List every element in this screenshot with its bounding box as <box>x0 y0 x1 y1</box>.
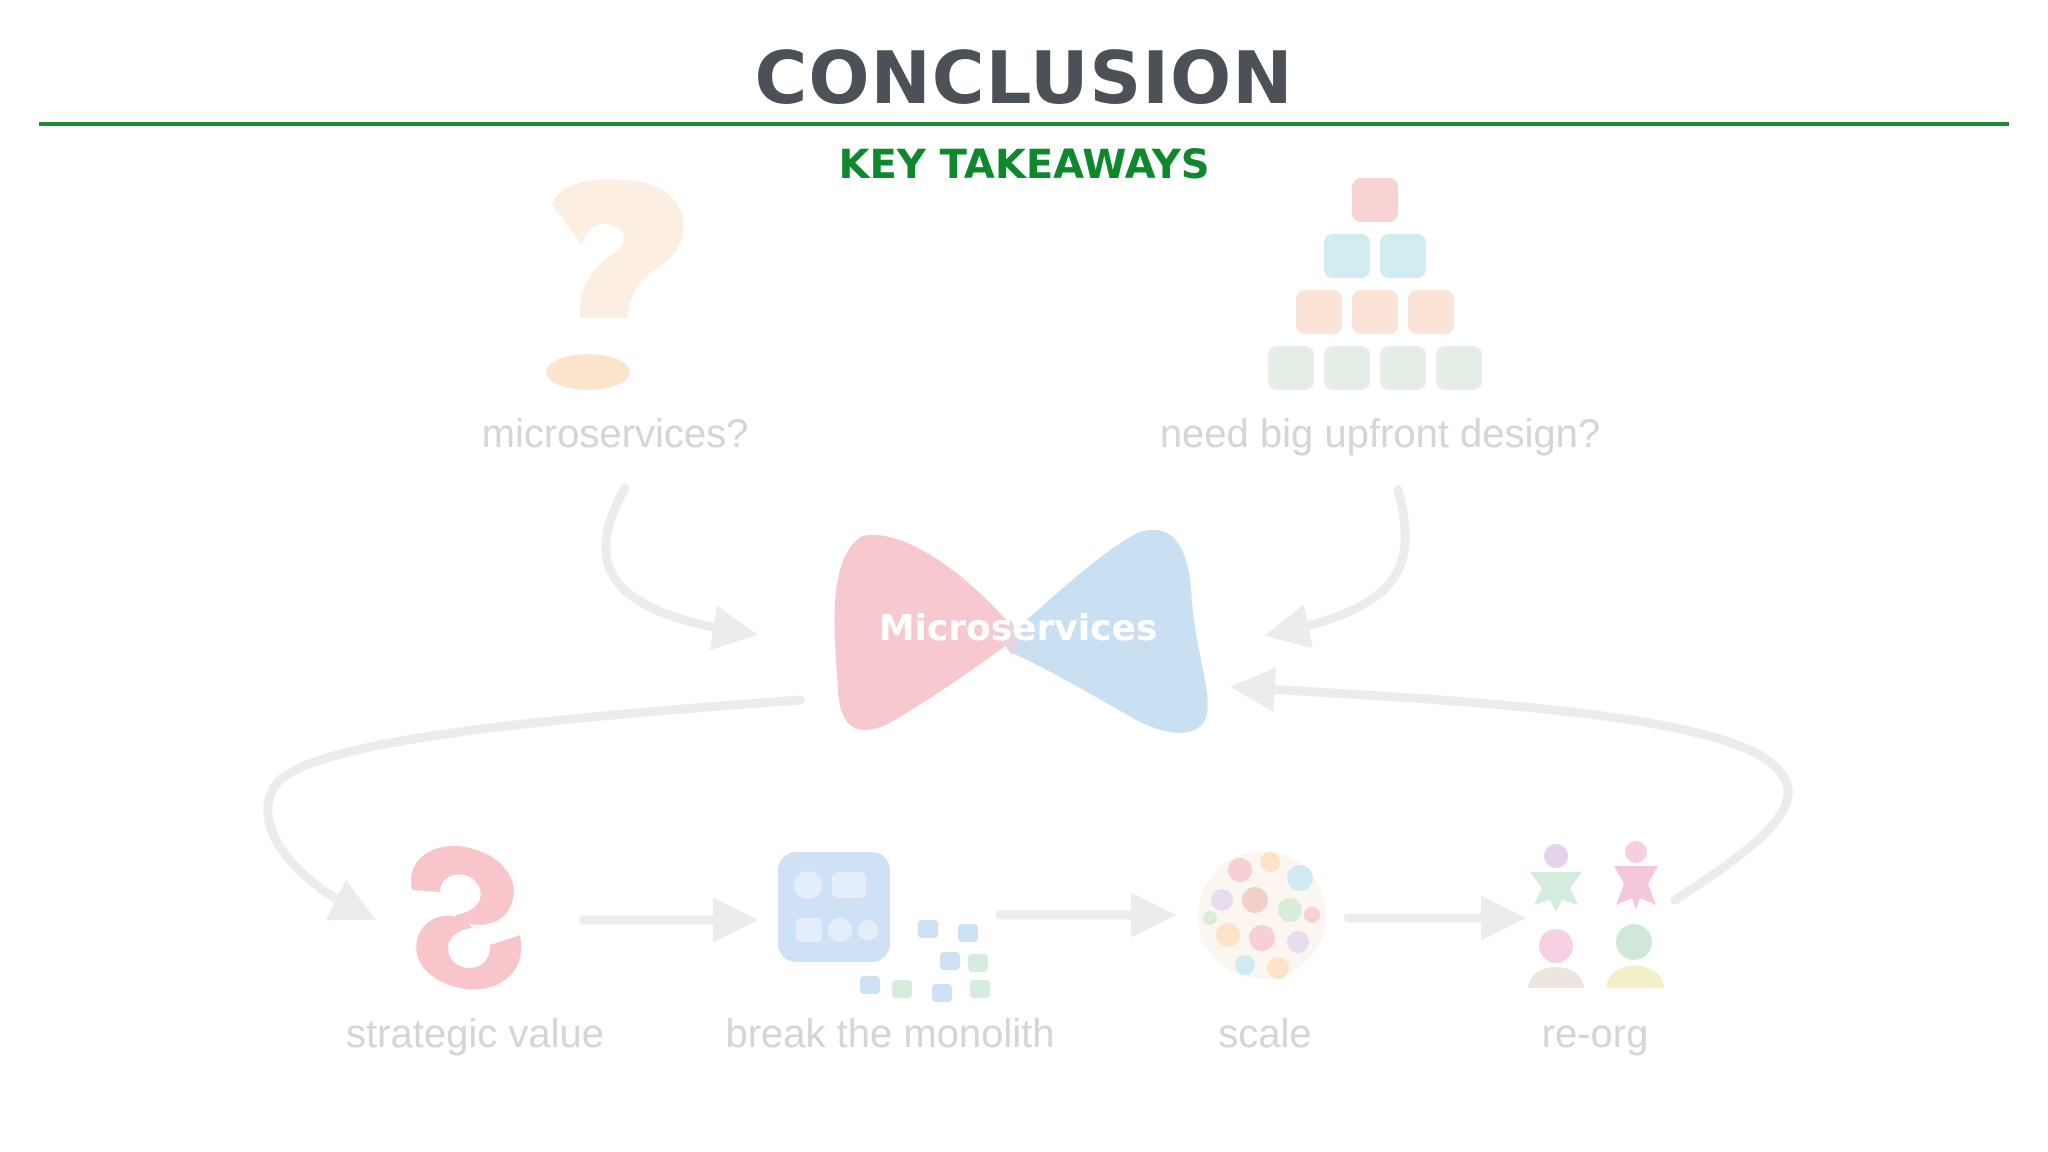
label-reorg: re-org <box>1541 1012 1649 1056</box>
center-label: Microservices <box>878 608 1158 649</box>
label-strategic-value: strategic value <box>346 1012 604 1056</box>
slide-subtitle: KEY TAKEAWAYS <box>838 142 1210 188</box>
people-icon <box>1528 841 1664 988</box>
block-pyramid-icon <box>1268 178 1482 390</box>
arrow-design-to-center <box>1264 485 1410 649</box>
question-mark-icon <box>546 179 684 390</box>
label-microservices-question: microservices? <box>481 412 749 456</box>
label-scale: scale <box>1218 1012 1312 1056</box>
title-divider <box>39 122 2009 126</box>
swirl-arrows-icon <box>411 845 522 990</box>
arrow-question-to-center <box>601 483 758 651</box>
microservices-bowtie <box>834 529 1208 733</box>
monolith-blocks-icon <box>778 852 990 1002</box>
arrow-center-to-strategic <box>263 695 805 921</box>
label-upfront-design: need big upfront design? <box>1159 412 1601 456</box>
slide-title: CONCLUSION <box>754 36 1294 120</box>
label-break-monolith: break the monolith <box>725 1012 1055 1056</box>
arrow-reorg-to-center <box>1230 667 1793 905</box>
shape-cluster-icon <box>1198 851 1326 979</box>
